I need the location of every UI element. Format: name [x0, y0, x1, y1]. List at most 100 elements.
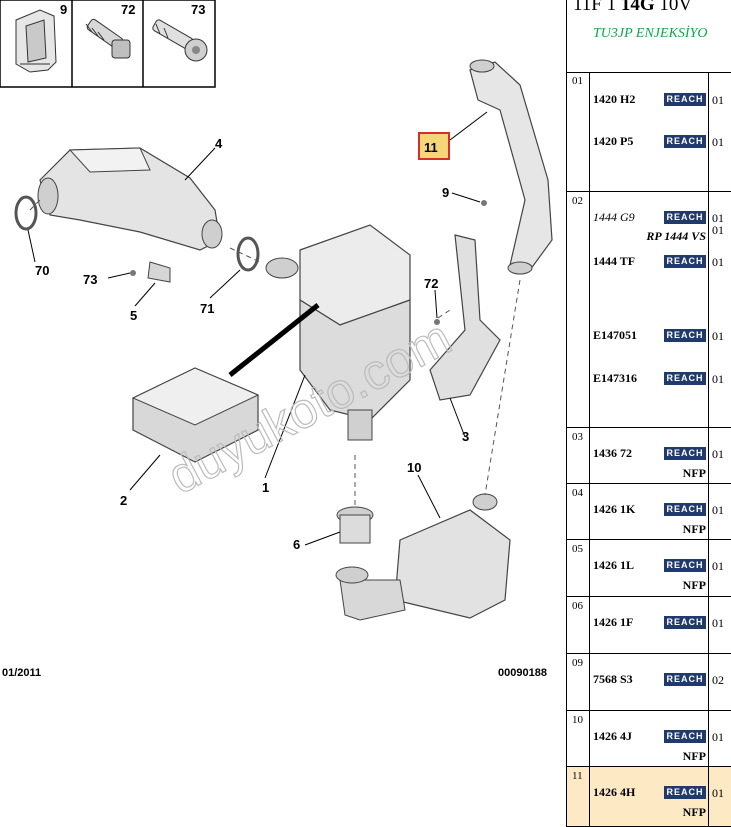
quantity: 01: [712, 786, 724, 800]
hose-clamp-71: [236, 236, 260, 272]
quantity: 01: [712, 503, 724, 517]
reach-badge: REACH: [664, 786, 706, 799]
part-number[interactable]: 1426 4H: [593, 785, 636, 799]
assembly-arrow: [228, 303, 320, 377]
part-number[interactable]: 1444 G9: [593, 210, 635, 224]
row-number: 04: [572, 487, 583, 499]
part-number[interactable]: 7568 S3: [593, 672, 633, 686]
reach-badge: REACH: [664, 211, 706, 224]
reach-badge: REACH: [664, 730, 706, 743]
part-note: NFP: [682, 805, 706, 819]
reach-badge: REACH: [664, 673, 706, 686]
quantity: 01: [712, 255, 724, 269]
part-number[interactable]: 1420 P5: [593, 134, 634, 148]
air-hose-11: [469, 59, 553, 275]
part-number[interactable]: 1426 1L: [593, 558, 635, 572]
quantity: 01: [712, 372, 724, 386]
reach-badge: REACH: [664, 447, 706, 460]
assembly-guide-lines: [29, 199, 521, 505]
part-number[interactable]: E147316: [593, 371, 638, 385]
screw-73: [130, 270, 136, 276]
reach-badge: REACH: [664, 616, 706, 629]
part-number[interactable]: 1436 72: [593, 446, 632, 460]
connector-6: [336, 506, 374, 544]
support-bracket-3: [429, 234, 501, 401]
part-number[interactable]: 1420 H2: [593, 92, 636, 106]
quantity: 01: [712, 93, 724, 107]
resonator-10: [335, 493, 511, 621]
quantity: 02: [712, 673, 724, 687]
quantity: 01: [712, 329, 724, 343]
row-number: 05: [572, 543, 583, 555]
screw-icon: [85, 18, 131, 59]
row-number: 10: [572, 714, 583, 726]
callout-10: 10: [407, 460, 421, 475]
quantity: 01: [712, 211, 724, 225]
reach-badge: REACH: [664, 559, 706, 572]
row-number: 11: [572, 770, 583, 782]
callout-4: 4: [215, 136, 223, 151]
bolt-icon: [152, 19, 208, 62]
screw-72: [434, 319, 440, 325]
callout-6: 6: [293, 537, 300, 552]
vehicle-title: 11F 1 14G 10V: [573, 0, 693, 15]
quantity: 01: [712, 730, 724, 744]
callout-9: 9: [442, 185, 449, 200]
row-number: 09: [572, 657, 583, 669]
quantity: 01: [712, 447, 724, 461]
parts-table: 11F 1 14G 10V TU3JP ENJEKSİYO 01 1420 H2 R…: [566, 0, 731, 827]
callout-73: 73: [83, 272, 97, 287]
callout-72-box: 72: [121, 2, 135, 17]
callout-70: 70: [35, 263, 49, 278]
row-number: 03: [572, 431, 583, 443]
part-number[interactable]: E147051: [593, 328, 638, 342]
part-note: RP 1444 VS: [646, 229, 706, 243]
reach-badge: REACH: [664, 372, 706, 385]
reach-badge: REACH: [664, 329, 706, 342]
parts-diagram: 9 72 73: [0, 0, 553, 679]
callout-73-box: 73: [191, 2, 205, 17]
leader-lines: [27, 111, 488, 546]
row-number: 02: [572, 195, 583, 207]
bracket-5: [147, 261, 171, 283]
diagram-date: 01/2011: [2, 667, 41, 679]
reach-badge: REACH: [664, 255, 706, 268]
part-number[interactable]: 1444 TF: [593, 254, 636, 268]
callout-1: 1: [262, 480, 269, 495]
callout-71: 71: [200, 301, 214, 316]
part-note: NFP: [682, 466, 706, 480]
row-number: 06: [572, 600, 583, 612]
engine-subtitle: TU3JP ENJEKSİYO: [593, 26, 708, 41]
note-quantity: 01: [712, 223, 724, 237]
table-row[interactable]: 02 1444 G9 REACH 01 RP 1444 VS 01 1444 TF REACH…: [567, 192, 731, 428]
part-number[interactable]: 1426 4J: [593, 729, 632, 743]
reach-badge: REACH: [664, 93, 706, 106]
reach-badge: REACH: [664, 503, 706, 516]
part-note: NFP: [682, 749, 706, 763]
callout-11-highlight[interactable]: 11: [418, 132, 450, 160]
callout-3: 3: [462, 429, 469, 444]
quantity: 01: [712, 616, 724, 630]
table-row[interactable]: 09 7568 S3 REACH 02: [567, 654, 731, 711]
part-number[interactable]: 1426 1F: [593, 615, 634, 629]
callout-9-box: 9: [60, 2, 67, 17]
air-intake-duct: [37, 147, 223, 251]
air-filter-element: [131, 367, 260, 463]
callout-11: 11: [424, 140, 438, 155]
hose-clamp-70: [14, 195, 38, 231]
part-note: NFP: [682, 578, 706, 592]
part-note: NFP: [682, 522, 706, 536]
diagram-ref: 00090188: [498, 667, 547, 679]
table-row[interactable]: 06 1426 1F REACH 01: [567, 597, 731, 654]
table-header: 11F 1 14G 10V TU3JP ENJEKSİYO: [567, 0, 731, 73]
quantity: 01: [712, 559, 724, 573]
clip-icon: [15, 9, 57, 73]
part-number[interactable]: 1426 1K: [593, 502, 636, 516]
hardware-legend-boxes: 9 72 73: [0, 0, 216, 88]
